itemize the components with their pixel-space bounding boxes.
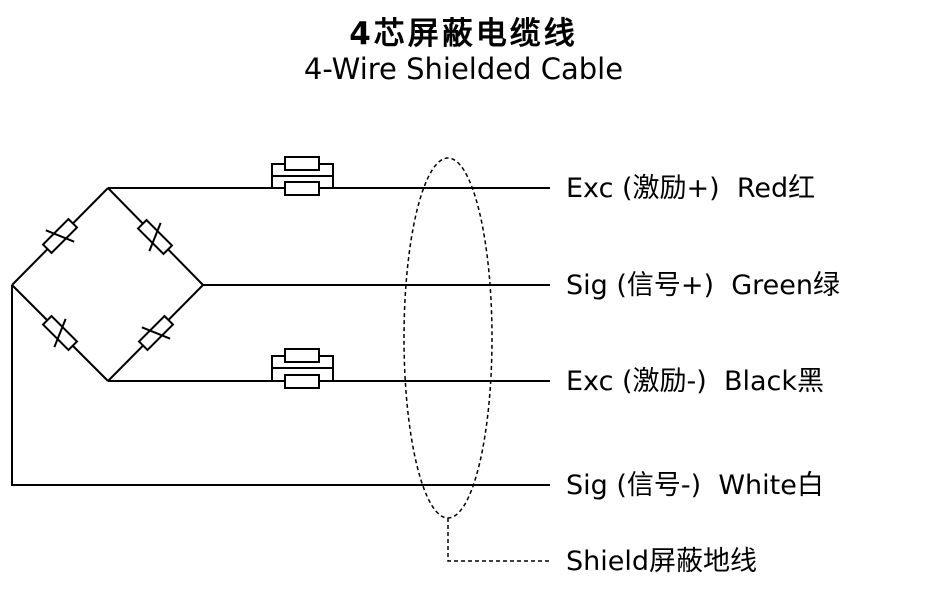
compensation-resistor-bottom-icon [271, 348, 334, 389]
diagram-title-en: 4-Wire Shielded Cable [303, 52, 624, 86]
wire-label-exc-minus: Exc (激励-) Black黑 [566, 366, 824, 397]
wires [11, 187, 550, 486]
compensation-resistor-top-icon [271, 156, 334, 196]
wire-label-sig-minus: Sig (信号-) White白 [566, 470, 824, 501]
wire-sig-minus [11, 285, 550, 486]
strain-gauge-icon [136, 218, 174, 256]
strain-gauge-icon [137, 314, 175, 352]
diagram-title-cn: 4芯屏蔽电缆线 [349, 16, 578, 52]
strain-gauge-icon [41, 314, 79, 352]
wire-label-exc-plus: Exc (激励+) Red红 [566, 173, 815, 204]
wire-label-sig-plus: Sig (信号+) Green绿 [566, 270, 840, 301]
bridge [11, 187, 204, 382]
shield-icon [403, 157, 550, 562]
shield-label: Shield屏蔽地线 [566, 546, 757, 577]
strain-gauge-icon [41, 217, 79, 255]
